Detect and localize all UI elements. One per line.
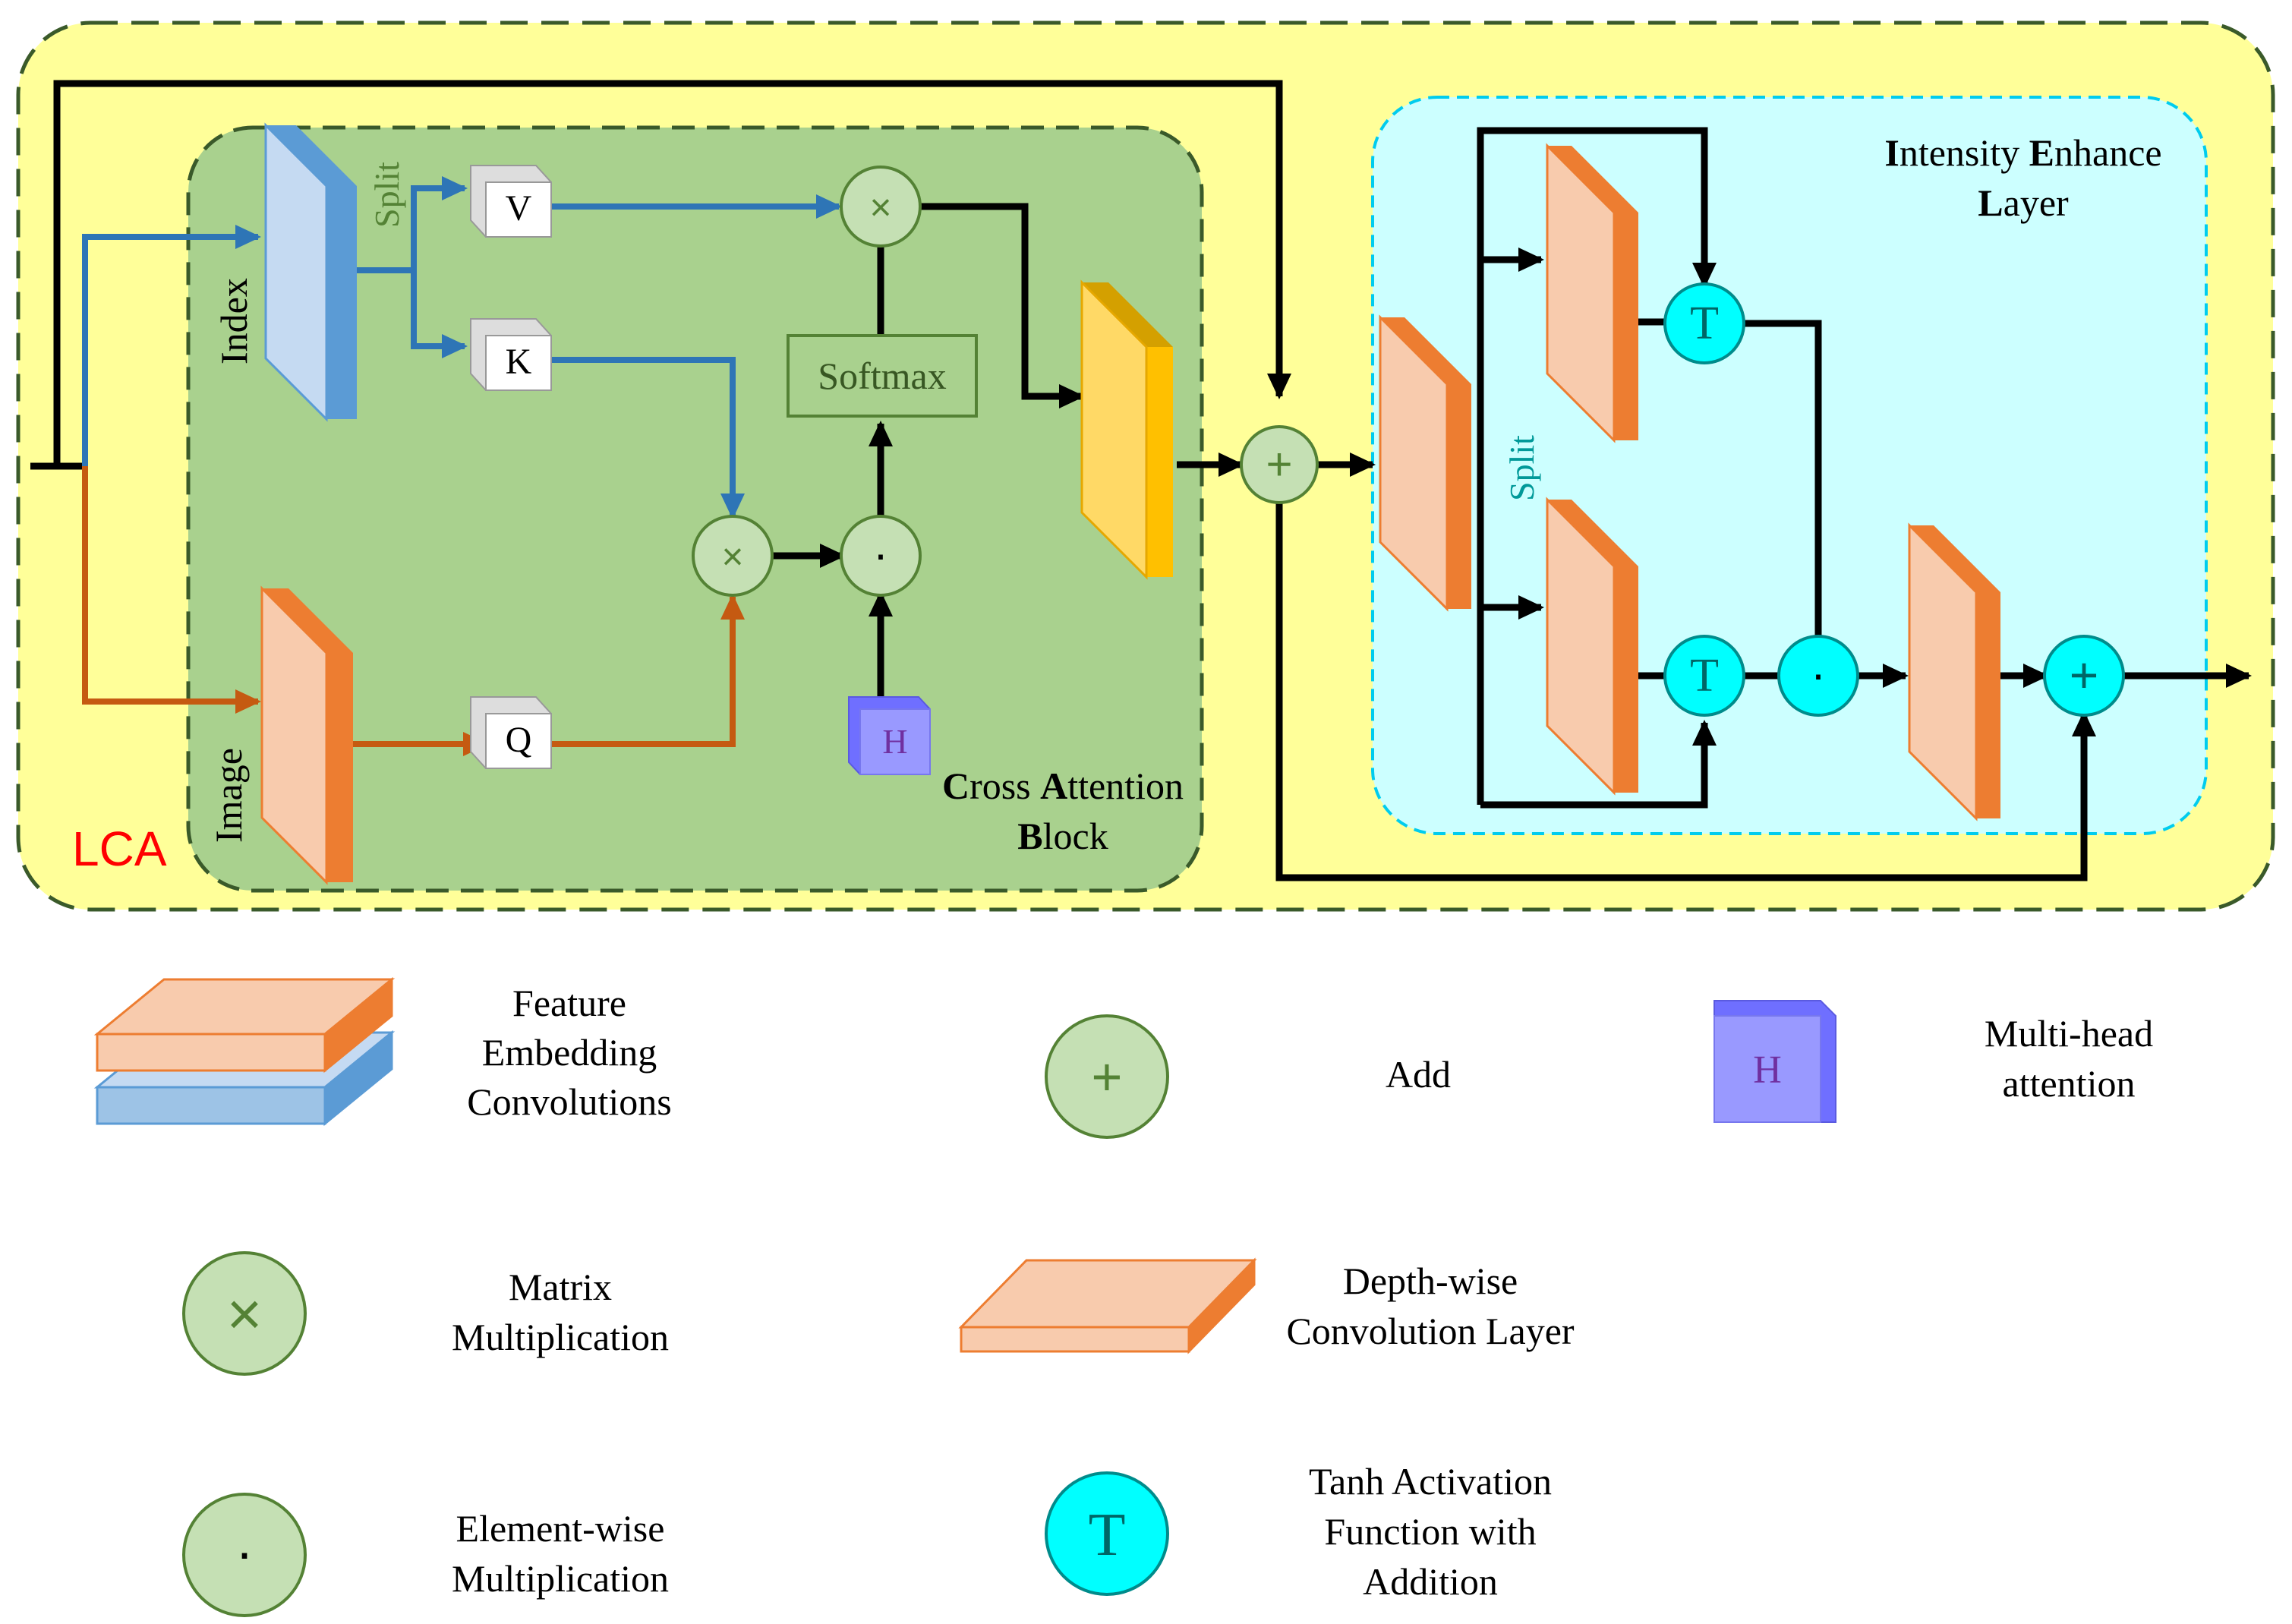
legend-feature-embedding-label-3: Convolutions <box>467 1080 671 1123</box>
matrix-mult-qk-circle <box>692 515 774 597</box>
softmax-label: Softmax <box>818 355 946 397</box>
split-right-label: Split <box>1502 435 1541 501</box>
tanh-top-symbol: T <box>1690 298 1719 349</box>
blue-wires <box>82 176 842 519</box>
cross-attention-title-1: Cross Attention <box>942 765 1184 807</box>
legend-tanh-symbol: T <box>1089 1502 1126 1569</box>
legend-multi-head-icon <box>1713 1000 1836 1123</box>
index-conv-block <box>264 122 357 422</box>
intensity-title-2: Layer <box>1978 181 2069 224</box>
legend-matrix-mult-label-1: Matrix <box>509 1266 612 1308</box>
multi-head-cube <box>848 696 931 775</box>
legend-multi-head-h: H <box>1753 1049 1782 1092</box>
legend-tanh-label-3: Addition <box>1363 1560 1498 1603</box>
multi-head-h: H <box>882 722 907 761</box>
legend-element-mult-label-1: Element-wise <box>456 1507 665 1550</box>
legend-add-symbol: + <box>1092 1047 1123 1106</box>
iel-element-mult-symbol: · <box>1811 648 1826 699</box>
iel-conv-bottom <box>1546 497 1638 796</box>
legend-tanh-label-1: Tanh Activation <box>1309 1460 1552 1503</box>
add-circle-main-symbol: + <box>1266 439 1292 490</box>
legend-matrix-mult-symbol: × <box>227 1280 263 1348</box>
legend-feature-embedding-label-1: Feature <box>512 982 626 1024</box>
legend-element-mult-icon <box>182 1493 307 1617</box>
image-conv-block <box>260 585 353 885</box>
legend-matrix-mult-label-2: Multiplication <box>452 1316 669 1358</box>
lca-label: LCA <box>72 821 167 876</box>
tanh-circle-top <box>1663 282 1745 364</box>
index-label: Index <box>213 278 255 364</box>
intensity-title-1: Intensity Enhance <box>1884 131 2161 174</box>
element-mult-symbol: · <box>873 528 888 579</box>
legend-tanh-icon <box>1045 1471 1169 1596</box>
iel-add-symbol: + <box>2070 647 2099 703</box>
legend-add-label: Add <box>1386 1053 1451 1096</box>
legend-feature-embedding-label-2: Embedding <box>482 1031 657 1074</box>
matrix-mult-v-circle <box>840 166 922 248</box>
iel-conv-left <box>1379 314 1471 612</box>
matrix-mult-v-symbol: × <box>869 186 891 229</box>
v-label: V <box>506 188 532 229</box>
image-label: Image <box>207 748 250 843</box>
q-cube <box>470 696 552 769</box>
cross-attention-title-2: Block <box>1017 815 1108 857</box>
k-cube <box>470 318 552 391</box>
legend-feature-embedding-icon <box>93 976 396 1127</box>
cross-attention-block <box>186 125 1204 893</box>
k-label: K <box>506 342 532 382</box>
legend-add-icon <box>1045 1014 1169 1139</box>
q-label: Q <box>506 720 532 760</box>
matrix-mult-qk-symbol: × <box>721 535 743 578</box>
legend-depthwise-label-2: Convolution Layer <box>1286 1310 1574 1352</box>
add-circle-main <box>1240 425 1319 504</box>
iel-conv-top <box>1546 143 1638 443</box>
legend-matrix-mult-icon <box>182 1251 307 1376</box>
legend-element-mult-label-2: Multiplication <box>452 1557 669 1600</box>
legend-depthwise-icon <box>958 1257 1257 1354</box>
legend-element-mult-symbol: · <box>235 1522 253 1581</box>
iel-conv-right <box>1908 522 2000 821</box>
iel-add-circle <box>2043 635 2125 717</box>
legend-multi-head-label-2: attention <box>2003 1062 2136 1105</box>
element-mult-circle <box>840 515 922 597</box>
output-conv-block <box>1080 279 1173 580</box>
split-left-label: Split <box>367 162 406 228</box>
tanh-circle-bottom <box>1663 635 1745 717</box>
iel-element-mult-circle <box>1777 635 1859 717</box>
tanh-bottom-symbol: T <box>1690 650 1719 702</box>
black-wires <box>30 80 2252 881</box>
v-cube <box>470 165 552 238</box>
legend-multi-head-label-1: Multi-head <box>1985 1012 2153 1055</box>
legend-depthwise-label-1: Depth-wise <box>1343 1260 1518 1302</box>
legend-tanh-label-2: Function with <box>1324 1510 1536 1553</box>
softmax-box <box>787 334 978 418</box>
